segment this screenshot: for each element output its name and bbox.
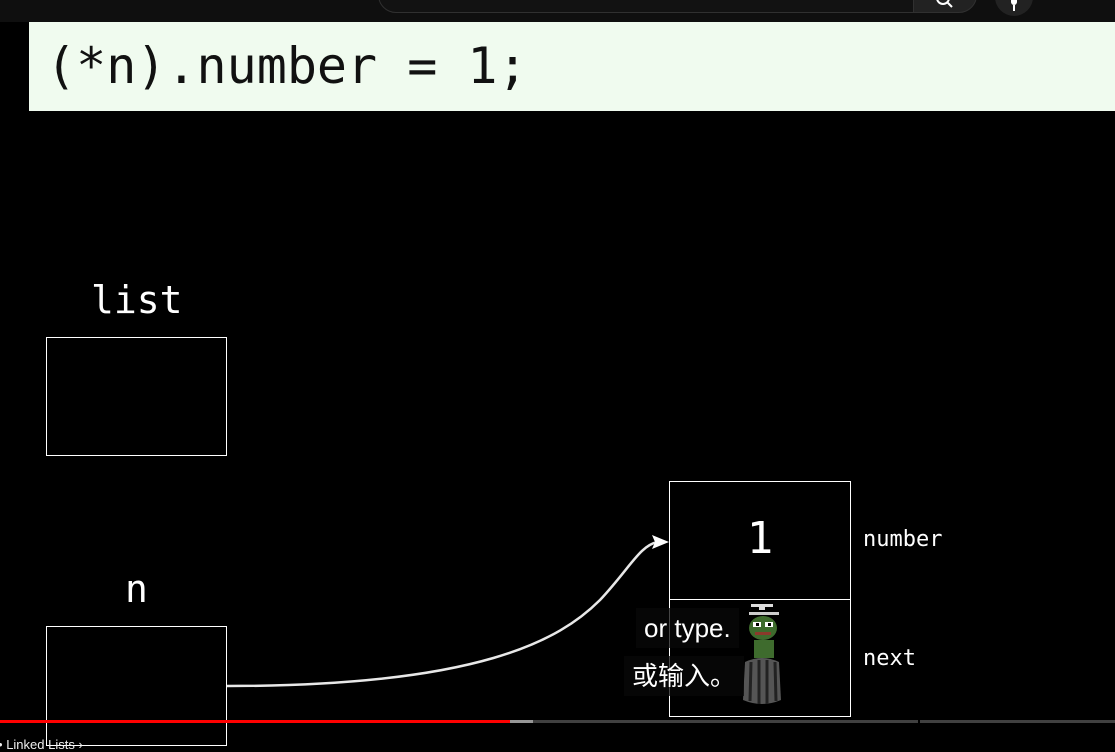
next-field-label: next: [863, 646, 916, 671]
n-pointer-box: [46, 626, 227, 746]
n-variable-label: n: [125, 567, 148, 611]
caption-english: or type.: [636, 608, 739, 648]
progress-bar[interactable]: [0, 720, 1115, 723]
list-pointer-box: [46, 337, 227, 456]
number-field-label: number: [863, 527, 943, 552]
search-input[interactable]: [395, 0, 879, 13]
search-button[interactable]: [913, 0, 977, 13]
list-variable-label: list: [91, 278, 183, 322]
node-number-cell: [669, 481, 851, 600]
code-line: (*n).number = 1;: [46, 37, 528, 95]
pointer-arrow-line: [226, 540, 659, 688]
voice-search-button[interactable]: [995, 0, 1033, 16]
chapter-title: Linked Lists: [6, 737, 75, 752]
search-box[interactable]: [378, 0, 914, 13]
chapter-separator: •: [0, 737, 3, 752]
search-icon: [936, 0, 953, 8]
chapter-marker: [918, 720, 920, 723]
chapter-title-button[interactable]: • Linked Lists ›: [0, 737, 83, 752]
chevron-right-icon: ›: [78, 737, 83, 752]
progress-played: [0, 720, 510, 723]
mic-icon: [1011, 0, 1017, 11]
caption-chinese: 或输入。: [624, 656, 745, 696]
pepe-mascot-icon: [743, 604, 781, 704]
pointer-arrow-head: [652, 535, 669, 549]
code-banner: (*n).number = 1;: [29, 22, 1115, 111]
node-number-value: 1: [746, 513, 774, 564]
